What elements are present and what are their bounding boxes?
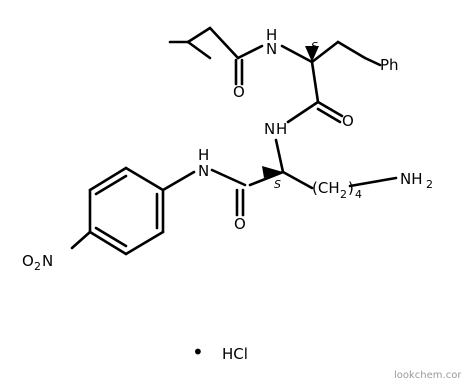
ch2-sub-label: 2	[340, 188, 347, 201]
nitro-o-label: O	[22, 252, 34, 270]
salt-label-group: • HCl	[192, 340, 248, 364]
nh-anilide-h-label: H	[198, 146, 209, 164]
stereo-phe-label: S	[311, 40, 318, 53]
nh-mid-n-label: N	[264, 120, 275, 138]
salt-formula: HCl	[222, 345, 248, 363]
o-lys-label: O	[234, 215, 246, 233]
nh-mid-h-label: H	[276, 120, 287, 138]
bonds	[70, 26, 398, 256]
ph-label: Ph	[380, 56, 399, 74]
nitro-sub-label: 2	[34, 260, 41, 273]
nh-top-h-label: H	[266, 26, 277, 44]
ch2-close-label: )	[348, 179, 354, 197]
watermark: lookchem.com	[394, 370, 461, 381]
stereo-lys-label: S	[274, 178, 281, 191]
nh2-sub-label: 2	[426, 178, 433, 191]
n-top-label: N	[266, 40, 277, 58]
n-anilide-label: N	[198, 162, 209, 180]
nitro-n-label: N	[42, 252, 53, 270]
wedge-lys	[262, 166, 283, 178]
ch2-chain-label: (CH 2 ) 4	[312, 179, 362, 201]
ch2-label: (CH	[312, 179, 340, 197]
wedge-phe	[305, 46, 319, 62]
nh2-label: NH	[400, 170, 423, 188]
nh2-label-group: NH 2	[400, 170, 433, 191]
nitro-label-group: O 2 N	[22, 252, 53, 273]
o-phe-label: O	[342, 112, 354, 130]
salt-bullet: •	[192, 340, 204, 364]
ch2-n-label: 4	[355, 188, 362, 201]
o-isovaleryl-label: O	[233, 83, 245, 101]
